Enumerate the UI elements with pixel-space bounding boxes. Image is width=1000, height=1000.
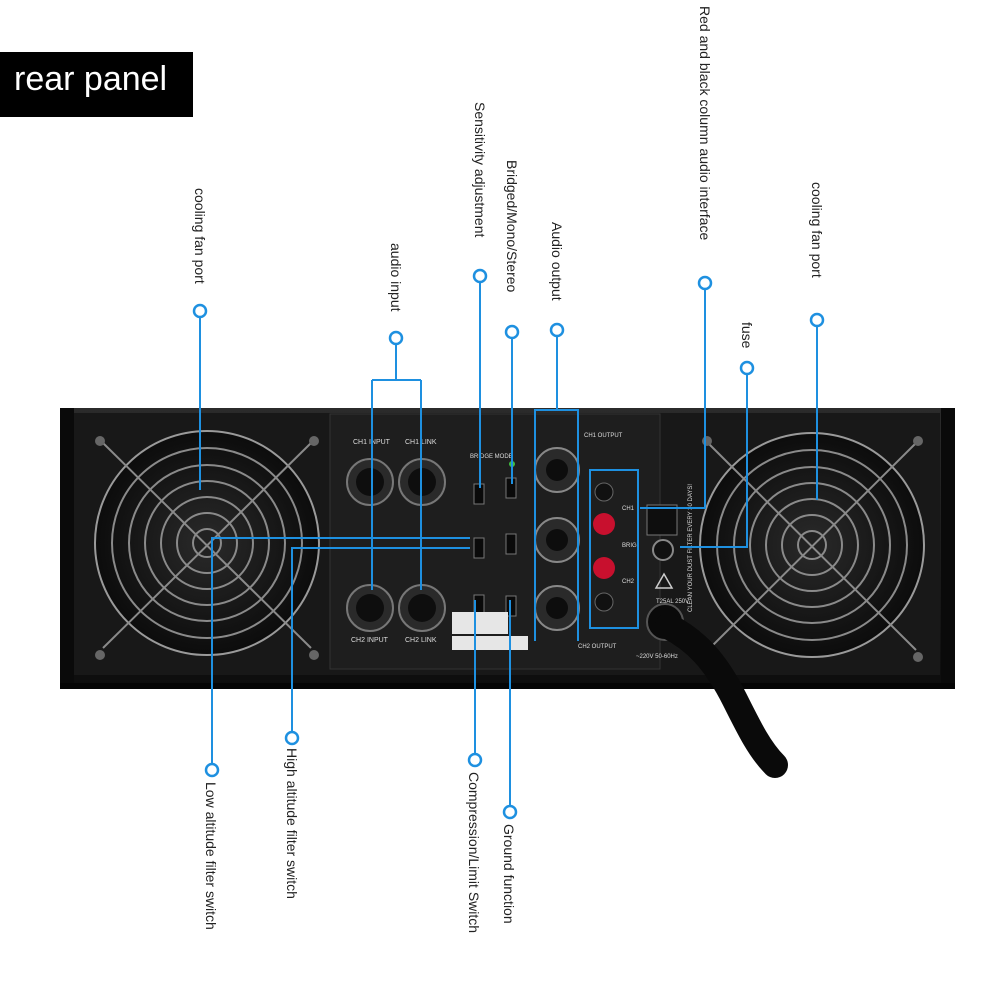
label-sensitivity: Sensitivity adjustment bbox=[472, 102, 488, 238]
ch2-post-text: CH2 bbox=[622, 579, 635, 585]
fuse-rating-text: T25AL 250V bbox=[656, 599, 689, 605]
ch2-output-text: CH2 OUTPUT bbox=[578, 644, 617, 650]
callout-markers bbox=[192, 268, 825, 820]
label-ground-function: Ground function bbox=[501, 824, 517, 924]
ch2-link-text: CH2 LINK bbox=[405, 637, 437, 644]
speakon-outputs bbox=[534, 447, 580, 631]
label-audio-input: audio input bbox=[388, 243, 404, 312]
label-low-altitude-filter: Low altitude filter switch bbox=[203, 782, 219, 930]
ch2-input-text: CH2 INPUT bbox=[351, 637, 389, 644]
ch1-post-text: CH1 bbox=[622, 506, 635, 512]
left-cooling-fan bbox=[94, 430, 320, 660]
brig-post-text: BRIG bbox=[622, 543, 637, 549]
title-banner: rear panel bbox=[0, 52, 193, 117]
label-audio-output: Audio output bbox=[549, 222, 565, 301]
label-compression-limit: Compression/Limit Switch bbox=[466, 772, 482, 934]
ch1-output-text: CH1 OUTPUT bbox=[584, 433, 623, 439]
label-cooling-fan-right: cooling fan port bbox=[809, 182, 825, 278]
label-bridged-mode: Bridged/Mono/Stereo bbox=[504, 160, 520, 293]
binding-posts bbox=[593, 482, 615, 612]
label-cooling-fan-left: cooling fan port bbox=[192, 188, 208, 284]
diagram-title: rear panel bbox=[14, 60, 168, 98]
label-fuse: fuse bbox=[739, 322, 755, 349]
label-speaker-interface: Red and black column audio interface bbox=[697, 6, 713, 241]
callout-lines bbox=[199, 283, 818, 806]
label-high-altitude-filter: High altitude filter switch bbox=[284, 748, 300, 899]
right-cooling-fan bbox=[699, 432, 925, 662]
power-section bbox=[646, 504, 788, 778]
power-rating-text: ~220V 50-60Hz bbox=[636, 654, 678, 660]
bridge-mode-text: BRIDGE MODE bbox=[470, 454, 513, 460]
